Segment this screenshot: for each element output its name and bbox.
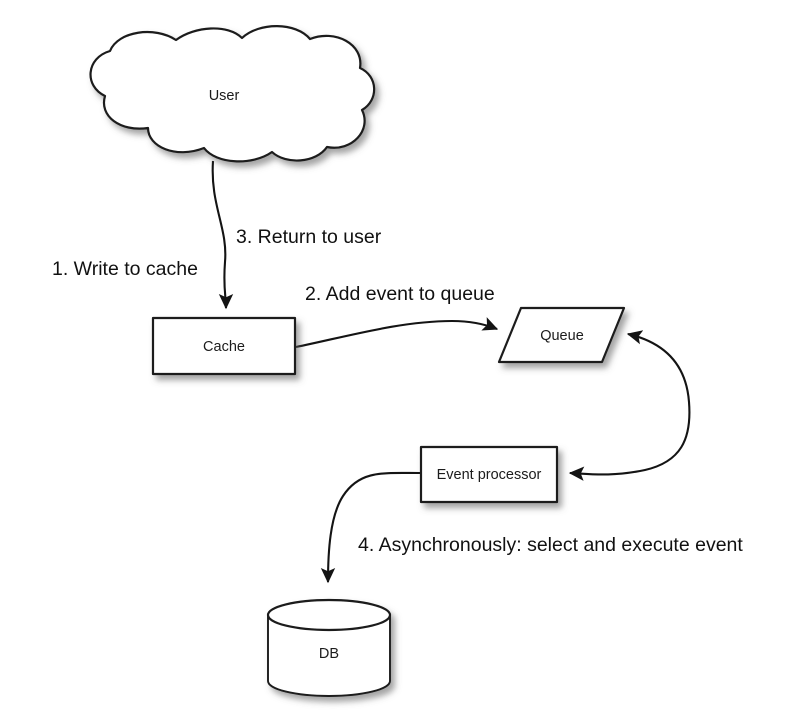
edge-cache-to-queue: [295, 317, 499, 349]
node-queue-label: Queue: [540, 328, 584, 344]
step-label-2: 2. Add event to queue: [305, 283, 495, 305]
node-db[interactable]: DB: [266, 598, 392, 697]
node-db-label: DB: [319, 646, 339, 662]
step-label-4: 4. Asynchronously: select and execute ev…: [358, 534, 743, 556]
step-label-1: 1. Write to cache: [52, 258, 198, 280]
edge-event-processor-to-db: [320, 471, 421, 584]
node-user-label: User: [209, 88, 240, 104]
node-cache[interactable]: Cache: [151, 316, 297, 376]
node-cache-label: Cache: [203, 339, 245, 355]
node-event-processor-label: Event processor: [437, 467, 542, 483]
node-event-processor[interactable]: Event processor: [419, 445, 559, 504]
step-label-3: 3. Return to user: [236, 226, 382, 248]
edge-queue-event-processor: [568, 330, 691, 481]
node-queue[interactable]: Queue: [497, 306, 626, 364]
node-user[interactable]: User: [89, 25, 376, 163]
edge-user-to-cache: [211, 160, 234, 310]
